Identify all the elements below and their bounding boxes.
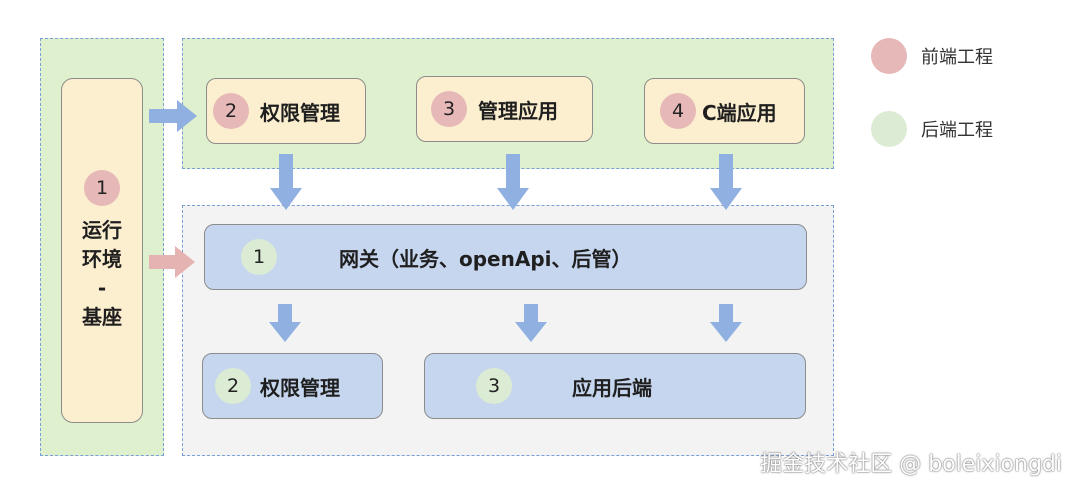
c-app-label: C端应用	[702, 100, 777, 125]
admin-app-down-arrow	[497, 154, 529, 210]
legend-backend-label: 后端工程	[921, 120, 993, 141]
c-app-down-arrow	[710, 154, 742, 210]
admin-app-label: 管理应用	[478, 98, 558, 123]
gateway-to-app-backend-arrow-left	[515, 304, 547, 342]
c-app-number-badge: 4	[660, 93, 696, 129]
c-app-node: 4 C端应用	[644, 78, 805, 144]
legend-backend-swatch	[871, 111, 907, 147]
gateway-to-app-backend-arrow-right	[710, 304, 742, 342]
frontend-permission-node: 2 权限管理	[206, 78, 366, 144]
legend-frontend-label: 前端工程	[921, 47, 993, 68]
backend-permission-number-badge: 2	[215, 368, 251, 404]
app-backend-number-badge: 3	[476, 368, 512, 404]
legend-frontend-swatch	[871, 38, 907, 74]
backend-permission-node: 2 权限管理	[202, 353, 383, 419]
watermark: 掘金技术社区 @ boleixiongdi	[760, 452, 1062, 477]
runtime-number-badge: 1	[84, 169, 120, 206]
gateway-node: 1 网关（业务、openApi、后管）	[204, 224, 807, 290]
admin-app-number-badge: 3	[431, 91, 467, 127]
legend-backend: 后端工程	[871, 111, 993, 147]
frontend-permission-down-arrow	[270, 154, 302, 210]
app-backend-node: 3 应用后端	[424, 353, 806, 419]
legend-frontend: 前端工程	[871, 38, 993, 74]
backend-permission-label: 权限管理	[260, 375, 340, 400]
runtime-label-line3: -	[97, 275, 107, 300]
gateway-number-badge: 1	[241, 239, 277, 275]
runtime-node: 1 运行 环境 - 基座	[61, 78, 143, 423]
runtime-to-backend-arrow	[149, 246, 195, 278]
gateway-label: 网关（业务、openApi、后管）	[339, 246, 632, 271]
runtime-label-line4: 基座	[82, 304, 122, 329]
runtime-label-line2: 环境	[82, 246, 122, 271]
app-backend-label: 应用后端	[572, 375, 652, 400]
frontend-permission-number-badge: 2	[213, 93, 249, 129]
frontend-permission-label: 权限管理	[260, 100, 340, 125]
runtime-label-line1: 运行	[82, 217, 122, 242]
admin-app-node: 3 管理应用	[416, 76, 593, 142]
gateway-to-permission-arrow	[269, 304, 301, 342]
runtime-to-frontend-arrow	[149, 100, 197, 132]
